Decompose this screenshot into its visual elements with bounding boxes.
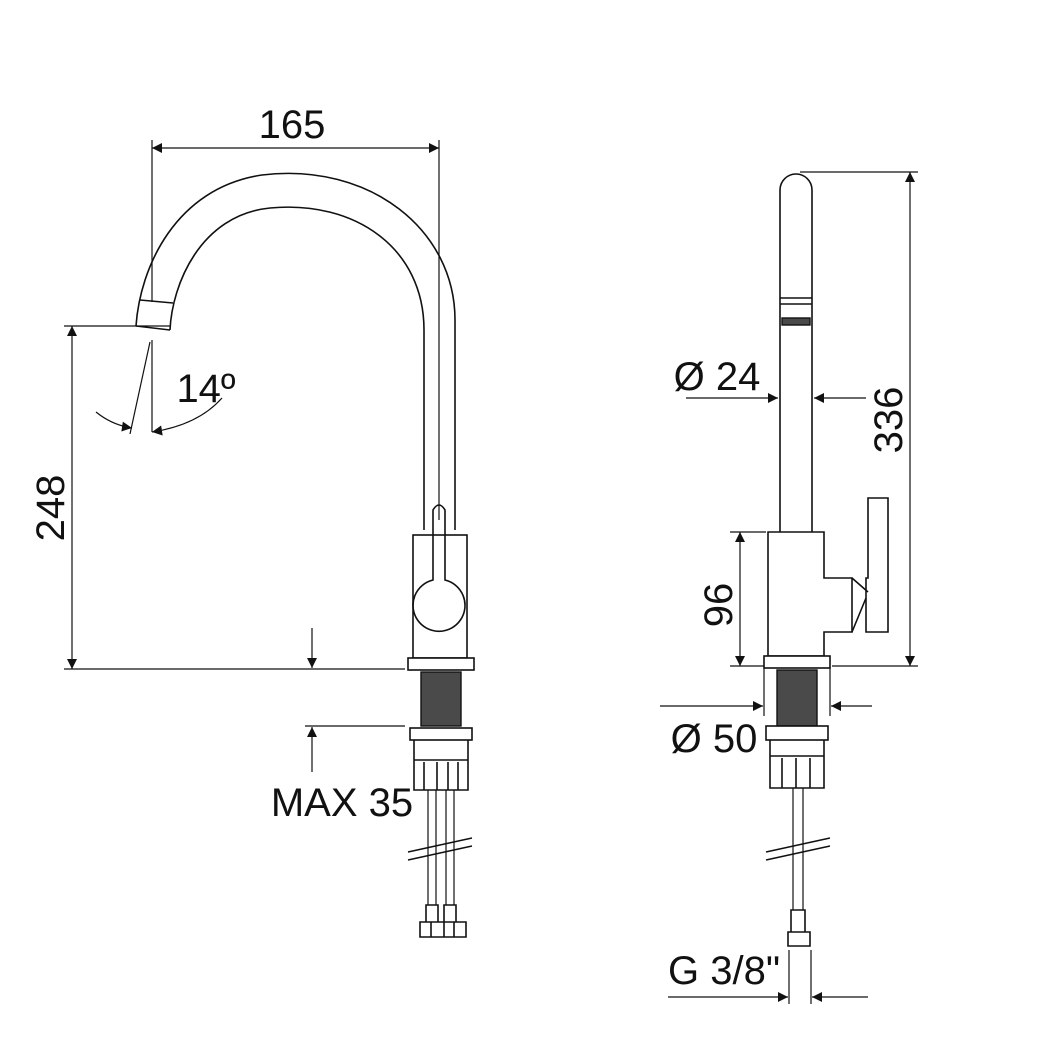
dim-connection-thread: G 3/8" — [668, 949, 780, 993]
side-view: 336 Ø 24 96 Ø 50 G 3/8" — [660, 171, 918, 1004]
side-lever-joint — [851, 577, 869, 633]
front-mount-nut — [413, 740, 469, 791]
dim-body-height: 96 — [697, 583, 741, 628]
dim-spout-height: 248 — [29, 475, 73, 542]
front-body — [412, 534, 468, 659]
side-body — [767, 531, 853, 657]
side-mount-washer — [765, 725, 829, 741]
dim-spout-angle: 14º — [176, 367, 235, 411]
front-hose-fittings — [419, 904, 467, 938]
dim-total-height: 336 — [867, 387, 911, 454]
dim-spout-diameter: Ø 24 — [674, 355, 761, 399]
side-mount-nut — [769, 740, 825, 789]
front-mount-washer — [409, 727, 473, 741]
side-hose-fitting — [787, 909, 811, 947]
front-threaded-stem — [420, 671, 462, 727]
side-aerator-band — [781, 317, 811, 326]
front-spout-tip — [135, 299, 174, 331]
dim-base-diameter: Ø 50 — [671, 717, 758, 761]
side-base-flange — [763, 655, 831, 669]
dim-spout-reach: 165 — [259, 103, 326, 147]
front-lever — [412, 504, 466, 633]
side-aerator — [780, 297, 812, 305]
front-spout-inner — [169, 206, 425, 530]
side-threaded-stem — [776, 669, 818, 727]
side-break-lines — [765, 837, 831, 861]
side-supply-hose — [792, 788, 804, 910]
front-break-lines — [407, 837, 473, 861]
side-spout-column — [779, 173, 813, 532]
side-lever — [865, 497, 889, 633]
dim-max-counter-thickness: MAX 35 — [271, 781, 413, 825]
front-spout-outer — [135, 172, 456, 530]
front-view: 165 248 14º MAX 35 — [29, 103, 475, 938]
front-base-flange — [407, 657, 475, 671]
